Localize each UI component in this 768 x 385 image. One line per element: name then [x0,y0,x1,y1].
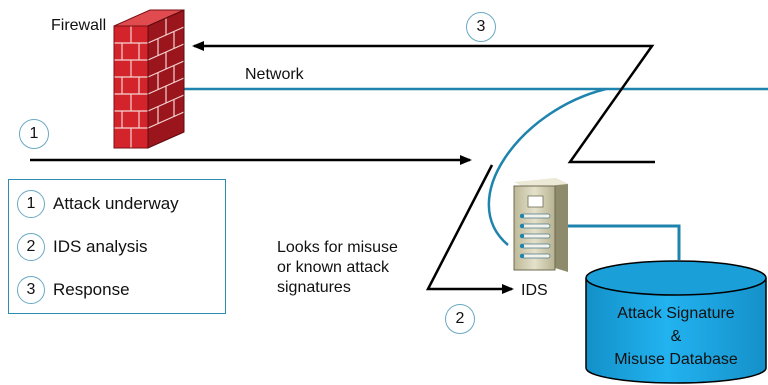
step-3-badge: 3 [466,12,496,42]
network-label: Network [245,66,304,83]
ids-server-icon [513,178,568,272]
ids-label: IDS [521,282,548,299]
legend-text-1: Attack underway [53,194,179,213]
database-label-line-3: Misuse Database [614,351,738,368]
firewall-label: Firewall [51,17,107,34]
legend-box: 1 Attack underway 2 IDS analysis 3 Respo… [8,179,226,314]
looks-for-line-2: or known attack [277,259,390,276]
legend-number-1: 1 [17,190,45,218]
database-label: Attack Signature & Misuse Database [588,302,764,371]
database-label-line-2: & [670,328,682,345]
network-to-ids-curve [487,87,607,246]
step-2-badge: 2 [445,304,475,334]
database-label-line-1: Attack Signature [617,305,735,322]
legend-text-3: Response [53,280,130,299]
firewall-icon [113,9,185,149]
analysis-arrow [425,164,514,294]
looks-for-line-3: signatures [277,279,351,296]
looks-for-line-1: Looks for misuse [277,239,398,256]
response-arrow [192,41,655,164]
legend-item-response: 3 Response [17,274,130,306]
database-icon [585,260,767,384]
step-1-badge: 1 [19,119,49,149]
legend-number-3: 3 [17,276,45,304]
ids-to-database-line [568,224,681,260]
legend-number-2: 2 [17,233,45,261]
legend-text-2: IDS analysis [53,237,148,256]
legend-item-analysis: 2 IDS analysis [17,231,147,263]
looks-for-text: Looks for misuse or known attack signatu… [277,238,398,298]
legend-item-attack: 1 Attack underway [17,188,179,220]
